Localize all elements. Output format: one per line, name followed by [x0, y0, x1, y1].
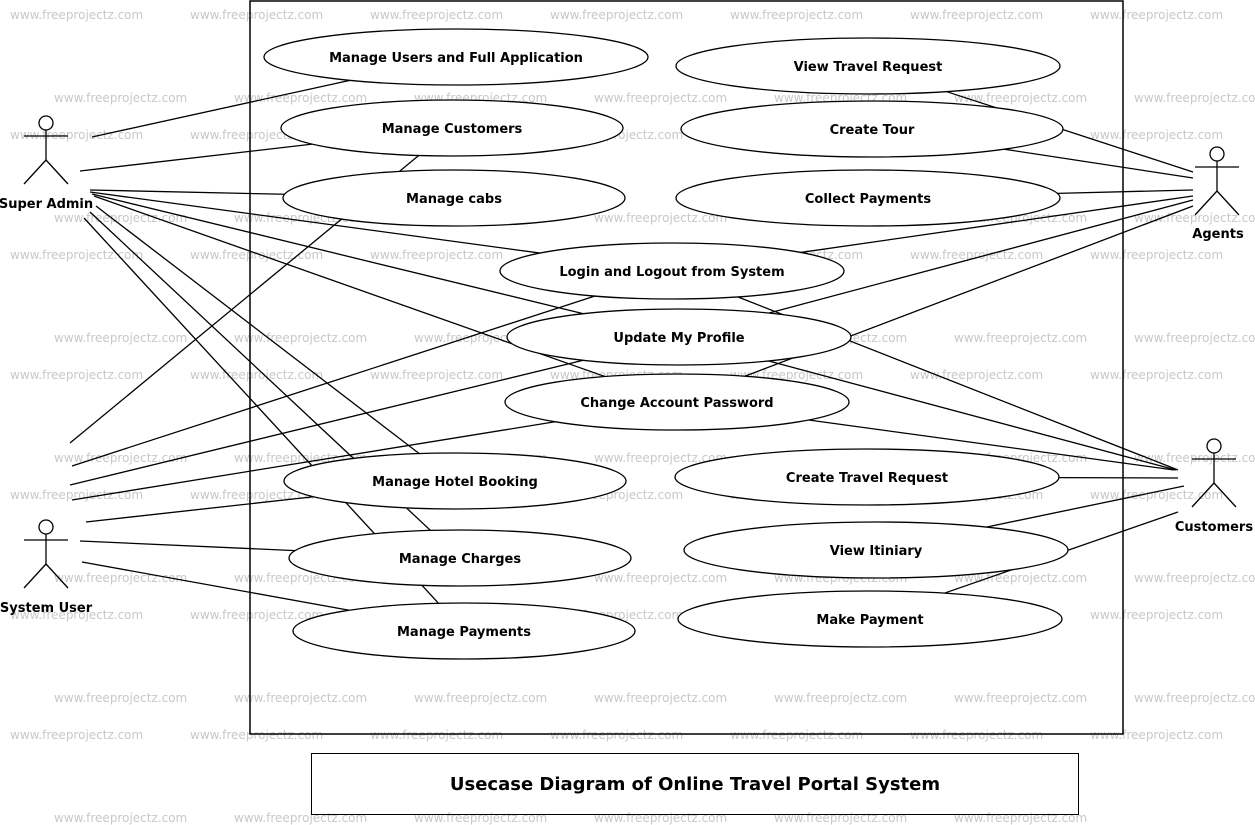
usecase-manage-customers: Manage Customers [281, 100, 623, 156]
actor-right-leg [46, 160, 68, 184]
usecase-change-password: Change Account Password [505, 374, 849, 430]
usecase-view-travel-request: View Travel Request [676, 38, 1060, 94]
usecase-manage-cabs: Manage cabs [283, 170, 625, 226]
usecase-make-payment: Make Payment [678, 591, 1062, 647]
actor-label: Agents [1192, 227, 1244, 242]
actor-customers: Customers [1175, 439, 1253, 535]
usecase-manage-payments: Manage Payments [293, 603, 635, 659]
usecase-login-logout: Login and Logout from System [500, 243, 844, 299]
usecase-label: Make Payment [816, 613, 923, 628]
actor-label: Customers [1175, 520, 1253, 535]
actor-head [39, 116, 53, 130]
association-super-admin-manage-customers [80, 144, 312, 171]
actor-left-leg [1195, 191, 1217, 215]
usecase-update-profile: Update My Profile [507, 309, 851, 365]
diagram-title: Usecase Diagram of Online Travel Portal … [450, 774, 940, 795]
actor-head [1210, 147, 1224, 161]
usecase-collect-payments: Collect Payments [676, 170, 1060, 226]
actor-label: System User [0, 601, 93, 616]
association-system-user-manage-hotel [86, 497, 314, 522]
use-case-layer: Manage Users and Full ApplicationManage … [264, 29, 1068, 659]
usecase-label: Manage Charges [399, 552, 521, 567]
usecase-label: Manage Users and Full Application [329, 51, 583, 66]
association-super-admin-manage-hotel [96, 206, 419, 454]
usecase-label: Create Travel Request [786, 471, 948, 486]
association-agents-collect-payments [1057, 190, 1193, 193]
usecase-label: Change Account Password [580, 396, 773, 411]
usecase-label: Manage Hotel Booking [372, 475, 538, 490]
actor-system-user: System User [0, 520, 93, 616]
usecase-manage-hotel: Manage Hotel Booking [284, 453, 626, 509]
usecase-label: Update My Profile [613, 331, 744, 346]
actor-agents: Agents [1192, 147, 1244, 242]
association-super-admin-manage-cabs [90, 190, 285, 194]
actor-left-leg [1192, 483, 1214, 507]
usecase-label: Manage Customers [382, 122, 523, 137]
usecase-label: Login and Logout from System [559, 265, 784, 280]
usecase-label: View Travel Request [794, 60, 943, 75]
usecase-view-itiniary: View Itiniary [684, 522, 1068, 578]
usecase-manage-users: Manage Users and Full Application [264, 29, 648, 85]
usecase-create-tour: Create Tour [681, 101, 1063, 157]
actor-label: Super Admin [0, 197, 93, 212]
usecase-label: Create Tour [830, 123, 915, 138]
association-system-user-manage-charges [80, 541, 295, 551]
actor-head [1207, 439, 1221, 453]
actor-left-leg [24, 564, 46, 588]
usecase-label: Manage Payments [397, 625, 531, 640]
usecase-label: Manage cabs [406, 192, 502, 207]
diagram-title-box: Usecase Diagram of Online Travel Portal … [311, 753, 1079, 815]
actor-left-leg [24, 160, 46, 184]
usecase-label: Collect Payments [805, 192, 932, 207]
usecase-manage-charges: Manage Charges [289, 530, 631, 586]
actor-super-admin: Super Admin [0, 116, 93, 212]
association-agents-create-tour [1004, 149, 1193, 178]
usecase-create-travel-request: Create Travel Request [675, 449, 1059, 505]
actor-right-leg [1214, 483, 1236, 507]
actor-right-leg [1217, 191, 1239, 215]
actor-head [39, 520, 53, 534]
actor-right-leg [46, 564, 68, 588]
usecase-label: View Itiniary [830, 544, 923, 559]
